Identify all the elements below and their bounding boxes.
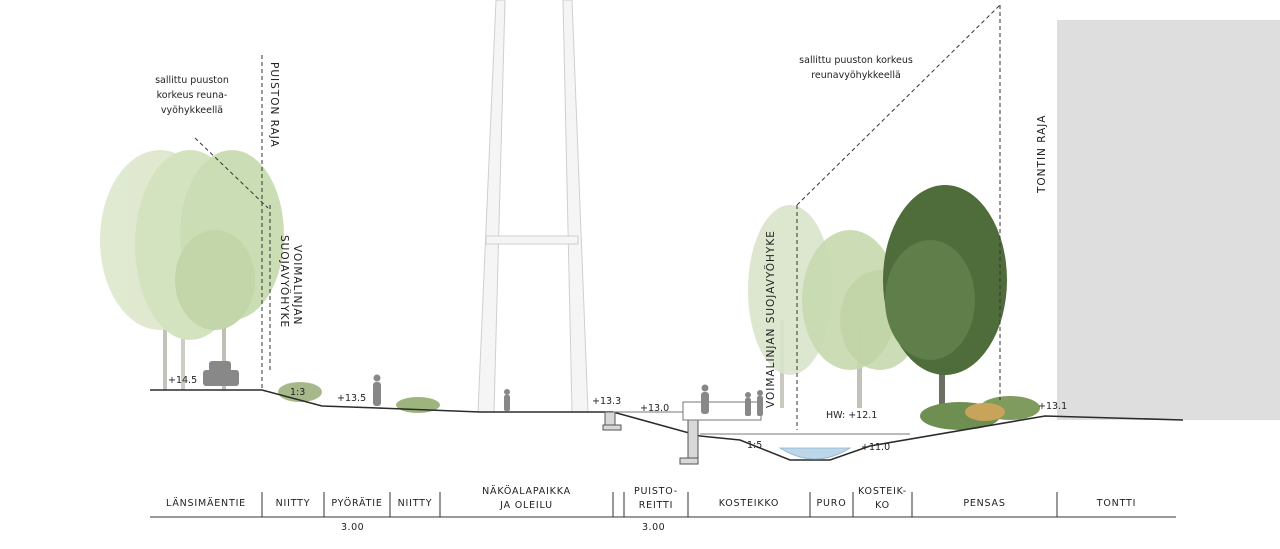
elevation-hw: HW: +12.1 xyxy=(826,410,878,421)
power-pylon xyxy=(477,0,589,413)
left-trees xyxy=(100,150,284,390)
elevation-13-1: +13.1 xyxy=(1038,401,1068,412)
dimension-bike-path: 3.00 xyxy=(341,522,365,533)
zone-nakoalapaikka: NÄKÖALAPAIKKA JA OLEILU xyxy=(482,486,571,511)
zone-kosteikko-2: KOSTEIK- KO xyxy=(858,486,907,511)
people-silhouettes xyxy=(373,374,763,416)
slope-left: 1:3 xyxy=(290,387,306,398)
dimension-park-path: 3.00 xyxy=(642,522,666,533)
stream-water xyxy=(778,447,852,460)
zone-kosteikko: KOSTEIKKO xyxy=(718,498,780,509)
label-power-line-zone-right: VOIMALINJAN SUOJAVYÖHYKE xyxy=(765,230,777,408)
label-power-line-zone-left-2: SUOJAVYÖHYKE xyxy=(278,235,290,329)
note-right-tree-height: sallittu puuston korkeus reunavyöhykkeel… xyxy=(799,55,913,81)
zone-niitty-1: NIITTY xyxy=(275,498,311,509)
slope-right: 1:5 xyxy=(747,440,763,451)
ground-profile xyxy=(150,389,1184,461)
zone-pensas: PENSAS xyxy=(963,498,1006,509)
right-trees xyxy=(748,185,1007,410)
elevation-13-0: +13.0 xyxy=(640,403,670,414)
zone-lansimaentie: LÄNSIMÄENTIE xyxy=(166,498,246,509)
zone-table xyxy=(150,492,1176,518)
label-park-boundary: PUISTON RAJA xyxy=(268,62,280,148)
dashed-lines xyxy=(194,4,1001,430)
zone-puistoreitti: PUISTO- REITTI xyxy=(633,486,679,511)
elevation-13-3: +13.3 xyxy=(592,396,622,407)
elevation-14-5: +14.5 xyxy=(168,375,198,386)
building-block xyxy=(1057,20,1280,420)
zone-niitty-2: NIITTY xyxy=(397,498,433,509)
label-power-line-zone-left-1: VOIMALINJAN xyxy=(291,245,303,326)
zone-puro: PURO xyxy=(816,498,847,509)
label-plot-boundary: TONTIN RAJA xyxy=(1036,114,1048,193)
elevation-13-5: +13.5 xyxy=(337,393,367,404)
elevation-11-0: +11.0 xyxy=(861,442,891,453)
zone-tontti: TONTTI xyxy=(1096,498,1137,509)
zone-pyoratie: PYÖRÄTIE xyxy=(331,498,383,509)
note-left-tree-height: sallittu puuston korkeus reuna- vyöhykke… xyxy=(155,75,229,116)
car-silhouette xyxy=(203,361,239,386)
